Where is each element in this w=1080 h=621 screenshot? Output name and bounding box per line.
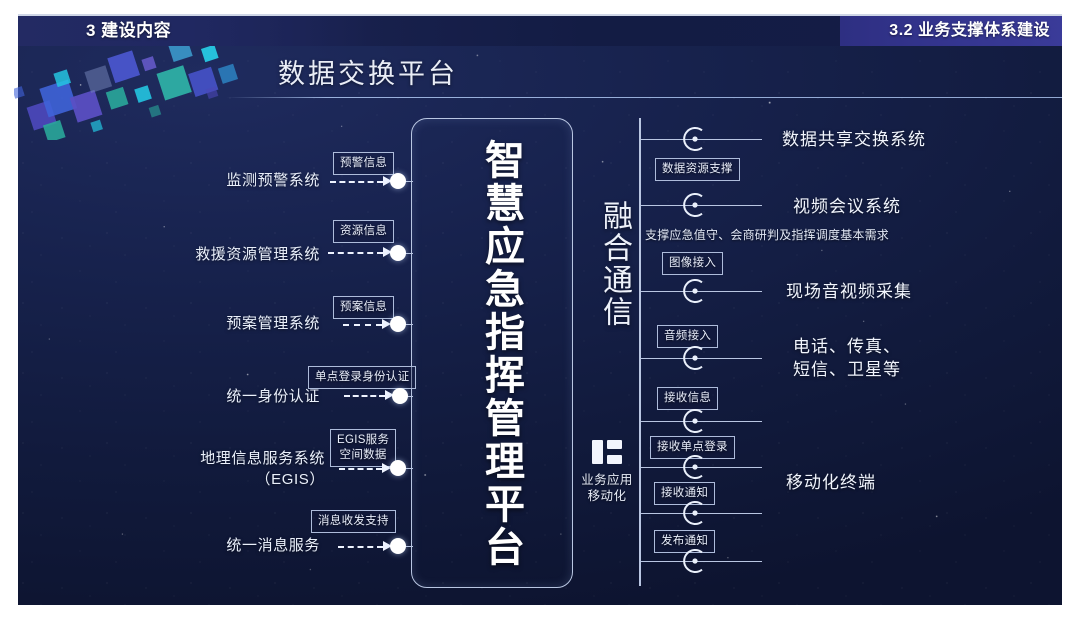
right-lead-4 (640, 357, 762, 359)
mobile-device-icon (592, 440, 622, 464)
left-stub-4 (406, 395, 413, 397)
left-arrow-1 (330, 176, 392, 186)
right-tag-1: 数据资源支撑 (655, 158, 740, 181)
left-tag-5: EGIS服务 空间数据 (330, 429, 397, 467)
left-tag-4: 单点登录身份认证 (308, 366, 417, 389)
left-stub-3 (404, 323, 413, 325)
right-system-label-4-line2: 短信、卫星等 (793, 360, 901, 379)
right-tag-3: 图像接入 (662, 252, 724, 275)
core-platform-box (411, 118, 573, 588)
right-system-label-4-line1: 电话、传真、 (793, 337, 901, 356)
header-subsection-title: 3.2 业务支撑体系建设 (889, 22, 1050, 39)
right-node-icon-7 (683, 501, 703, 525)
left-node-6 (390, 538, 406, 554)
right-lead-2 (640, 204, 762, 206)
page-title: 数据交换平台 (278, 59, 458, 89)
right-lead-8 (640, 560, 762, 562)
header-left-panel (18, 16, 378, 46)
left-system-label-1: 监测预警系统 (226, 172, 320, 189)
right-node-icon-8 (683, 549, 703, 573)
right-system-label-4: 电话、传真、 短信、卫星等 (793, 335, 901, 381)
left-stub-1 (404, 180, 413, 182)
left-tag-5-line2: 空间数据 (339, 449, 387, 461)
left-stub-6 (404, 545, 413, 547)
right-node-icon-6 (683, 455, 703, 479)
right-lead-7 (640, 512, 762, 514)
left-node-4 (392, 388, 408, 404)
fusion-spine (639, 118, 641, 586)
mosaic-decoration (14, 36, 239, 140)
right-node-icon-2 (683, 193, 703, 217)
right-tag-7: 接收通知 (654, 482, 716, 505)
fusion-communication-label: 融合通信 (598, 200, 631, 328)
header-section-title: 3 建设内容 (86, 21, 172, 40)
left-tag-2: 资源信息 (333, 220, 395, 243)
left-system-label-5-line1: 地理信息服务系统 (200, 450, 325, 467)
right-tag-5: 接收信息 (657, 387, 719, 410)
left-stub-2 (404, 252, 413, 254)
left-stub-5 (404, 467, 413, 469)
left-tag-1: 预警信息 (333, 152, 395, 175)
core-platform-title: 智慧应急指挥管理平台 (479, 139, 523, 569)
mobile-caption: 业务应用移动化 (581, 473, 633, 503)
left-node-1 (390, 173, 406, 189)
left-system-label-5-line2: （EGIS） (255, 471, 325, 488)
right-system-label-5: 移动化终端 (786, 473, 876, 492)
right-node-icon-5 (683, 409, 703, 433)
right-tag-8: 发布通知 (654, 530, 716, 553)
left-tag-6: 消息收发支持 (311, 510, 396, 533)
left-node-2 (390, 245, 406, 261)
right-system-label-3: 现场音视频采集 (786, 282, 912, 301)
left-arrow-3 (343, 319, 391, 329)
left-system-label-2: 救援资源管理系统 (195, 246, 320, 263)
right-system-label-1: 数据共享交换系统 (782, 130, 926, 149)
right-lead-6 (640, 466, 762, 468)
left-node-5 (390, 460, 406, 476)
left-arrow-4 (344, 390, 394, 400)
left-system-label-4: 统一身份认证 (226, 388, 320, 405)
starfield-background (18, 14, 1062, 605)
left-arrow-6 (338, 541, 392, 551)
right-node-icon-1 (683, 127, 703, 151)
heading-divider (226, 97, 1062, 98)
left-system-label-5: 地理信息服务系统 （EGIS） (170, 448, 325, 490)
right-lead-1 (640, 138, 762, 140)
left-tag-5-line1: EGIS服务 (337, 434, 390, 446)
left-system-label-6: 统一消息服务 (226, 537, 320, 554)
left-system-label-3: 预案管理系统 (226, 315, 320, 332)
right-lead-3 (640, 290, 762, 292)
right-note-2: 支撑应急值守、会商研判及指挥调度基本需求 (645, 228, 890, 242)
right-node-icon-4 (683, 346, 703, 370)
right-system-label-2: 视频会议系统 (793, 197, 901, 216)
right-tag-6: 接收单点登录 (650, 436, 735, 459)
left-tag-3: 预案信息 (333, 296, 395, 319)
right-lead-5 (640, 420, 762, 422)
left-node-3 (390, 316, 406, 332)
left-arrow-5 (339, 463, 391, 473)
left-arrow-2 (328, 247, 392, 257)
right-tag-4: 音频接入 (657, 325, 719, 348)
header-right-panel (840, 16, 1062, 46)
right-node-icon-3 (683, 279, 703, 303)
